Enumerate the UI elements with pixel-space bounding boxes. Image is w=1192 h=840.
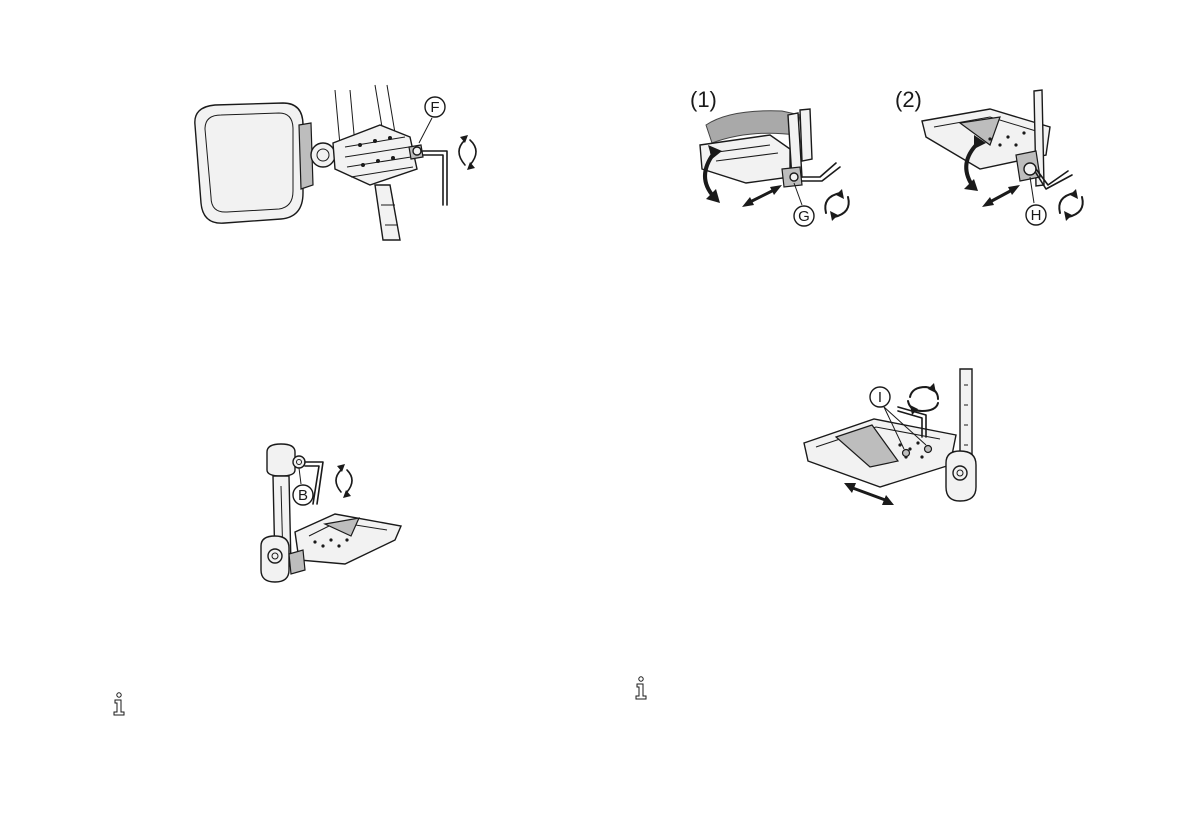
callout-b-label: B <box>298 487 308 504</box>
info-icon <box>112 692 126 714</box>
pad-bracket <box>299 123 417 189</box>
figure-footplate-height: B <box>255 440 425 600</box>
rotate-arrow-icon <box>336 464 352 498</box>
info-icon <box>634 676 648 698</box>
double-arrow-icon <box>844 483 894 505</box>
figure-footplate-depth: (1) (2) <box>690 85 1110 245</box>
step-2-label: (2) <box>895 87 922 112</box>
rotate-arrow-icon <box>825 189 848 221</box>
callout-g: G <box>794 183 814 226</box>
callout-f: F <box>419 97 445 143</box>
step-1-illustration: G <box>700 109 849 226</box>
figure-headrest: F <box>185 85 485 245</box>
step-2-illustration: H <box>922 90 1083 225</box>
step-1-label: (1) <box>690 87 717 112</box>
callout-g-label: G <box>798 208 810 225</box>
hex-key-icon <box>423 151 447 205</box>
callout-h-label: H <box>1031 207 1042 224</box>
figure-footplate-angle: I <box>800 365 1000 520</box>
double-arrow-icon <box>742 185 782 207</box>
callout-f-label: F <box>430 99 439 116</box>
callout-b: B <box>293 468 313 505</box>
screw-f <box>409 145 423 159</box>
rotate-arrow-icon <box>1059 189 1082 221</box>
footplate <box>804 419 976 501</box>
rotate-arrow-icon <box>908 383 938 415</box>
callout-i-label: I <box>878 389 882 406</box>
double-arrow-icon <box>982 185 1020 207</box>
rotate-arrow-icon <box>459 135 476 170</box>
calf-pad <box>195 103 303 223</box>
